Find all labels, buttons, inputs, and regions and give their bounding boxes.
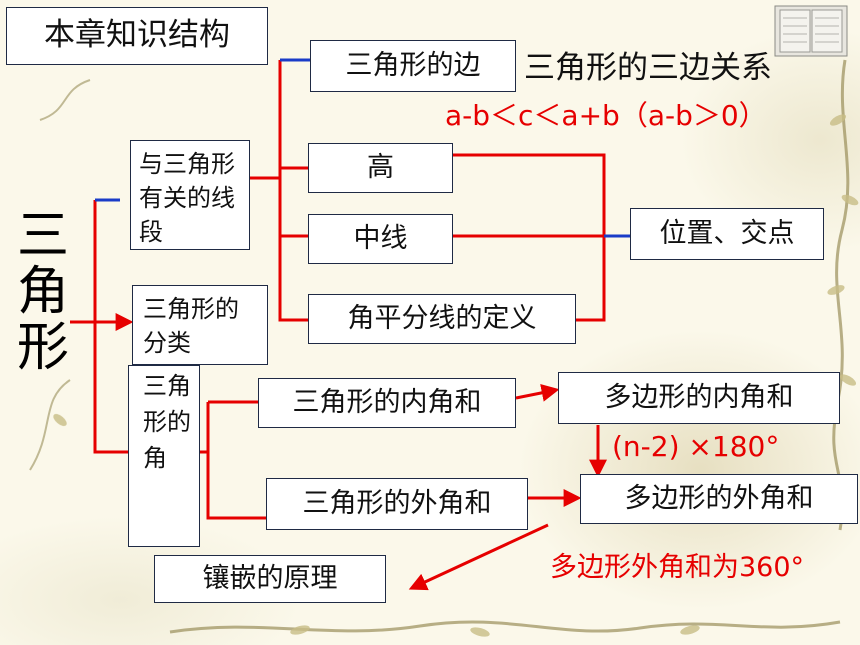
position-intersection-box: 位置、交点 [630,208,824,260]
segments-group-box: 与三角形有关的线段 [130,140,250,250]
side-formula-text: a-b＜c＜a+b（a-b＞0） [445,99,767,132]
angles-group-box: 三角形的角 [128,365,200,547]
interior-sum-box: 三角形的内角和 [258,378,516,428]
median-box: 中线 [308,214,453,264]
bisector-box: 角平分线的定义 [308,294,576,344]
polygon-exterior-sum-note: 多边形外角和为360° [550,552,805,583]
classification-box: 三角形的分类 [132,285,268,365]
polygon-exterior-sum-box: 多边形的外角和 [580,474,858,524]
polygon-interior-sum-box: 多边形的内角和 [558,372,840,424]
side-box: 三角形的边 [310,40,516,92]
side-relation-text: 三角形的三边关系 [524,50,772,86]
root-node-triangle: 三角形 [16,206,69,378]
exterior-sum-box: 三角形的外角和 [266,478,528,530]
tessellation-box: 镶嵌的原理 [154,555,386,603]
polygon-interior-formula-text: (n-2) ×180° [612,430,780,463]
altitude-box: 高 [308,143,453,193]
chapter-title: 本章知识结构 [6,7,268,65]
